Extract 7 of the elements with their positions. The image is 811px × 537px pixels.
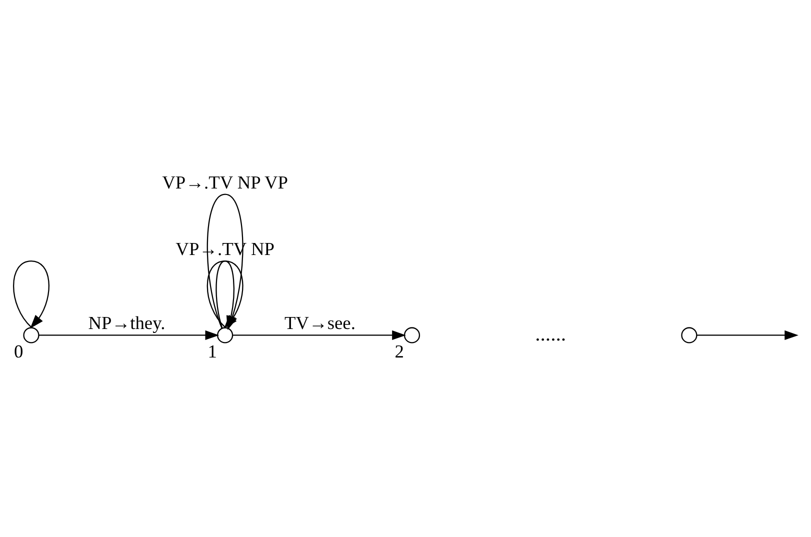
node-label: 2 [394,341,404,362]
edge-label: NP→they. [88,313,166,334]
edge-label: VP→.TV NP VP [162,172,288,192]
label: ...... [535,323,566,346]
edge-label: TV→see. [284,313,356,334]
node-label: 0 [14,341,24,362]
node-label: 1 [208,341,218,362]
